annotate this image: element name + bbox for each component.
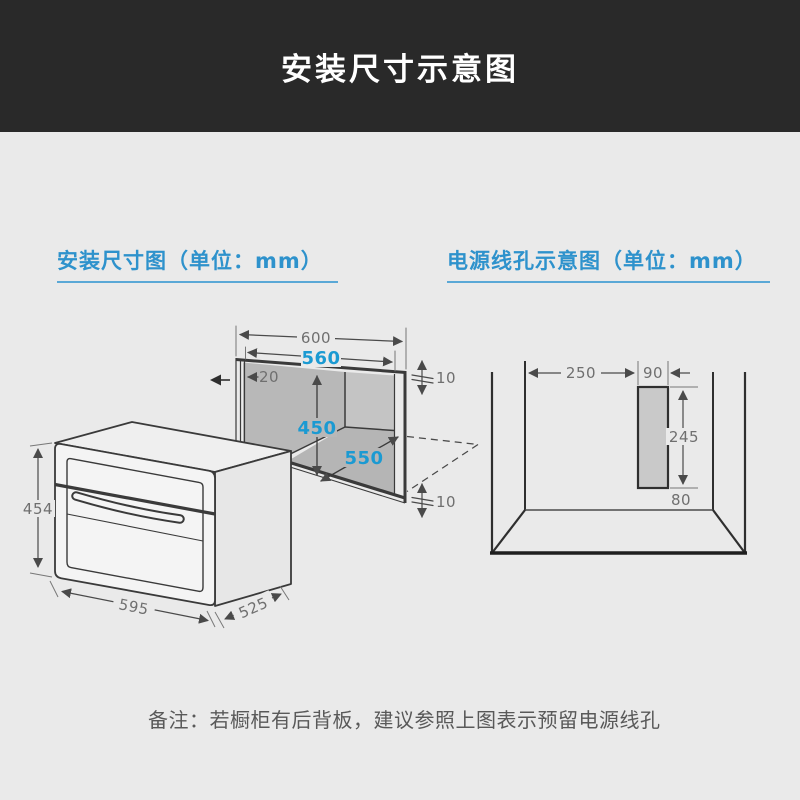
install-section-heading: 安装尺寸图（单位：mm） — [57, 245, 338, 283]
dim-inner-width-label: 560 — [301, 348, 340, 369]
niche-dimensions: 600 560 20 10 450 550 10 — [235, 325, 456, 518]
oven-dimensions: 454 595 525 — [22, 442, 290, 629]
dim-outer-width-label: 600 — [301, 329, 331, 347]
power-cord-hole — [636, 385, 670, 490]
niche-back-wall — [345, 372, 394, 431]
dim-oven-height-label: 454 — [23, 500, 53, 518]
dim-hole-height-label: 245 — [669, 428, 699, 446]
power-hole-dimensions: 250 90 245 80 — [528, 364, 702, 509]
direction-arrow-icon — [210, 374, 230, 386]
page-title: 安装尺寸示意图 — [281, 51, 519, 88]
power-hole-illustration — [490, 361, 747, 555]
dim-bottom-gap-label: 10 — [436, 493, 456, 511]
dim-inner-height-label: 450 — [297, 418, 336, 439]
dim-wall-thickness-label: 20 — [259, 368, 279, 386]
dim-hole-width-label: 90 — [643, 364, 663, 382]
page-header: 安装尺寸示意图 — [0, 0, 800, 132]
dim-top-gap-label: 10 — [436, 369, 456, 387]
footnote: 备注：若橱柜有后背板，建议参照上图表示预留电源线孔 — [148, 708, 661, 732]
oven-panel-divider — [54, 482, 216, 516]
dim-oven-width-label: 595 — [117, 595, 150, 618]
dim-inner-depth-label: 550 — [344, 448, 383, 469]
power-section-heading: 电源线孔示意图（单位：mm） — [447, 245, 770, 283]
dashed-projection-lines — [406, 435, 479, 493]
dim-hole-offset-label: 250 — [566, 364, 596, 382]
installation-diagrams: 600 560 20 10 450 550 10 — [22, 325, 747, 629]
dim-hole-bottom-offset-label: 80 — [671, 491, 691, 509]
oven-illustration — [54, 421, 292, 607]
oven-front-face — [54, 442, 216, 607]
